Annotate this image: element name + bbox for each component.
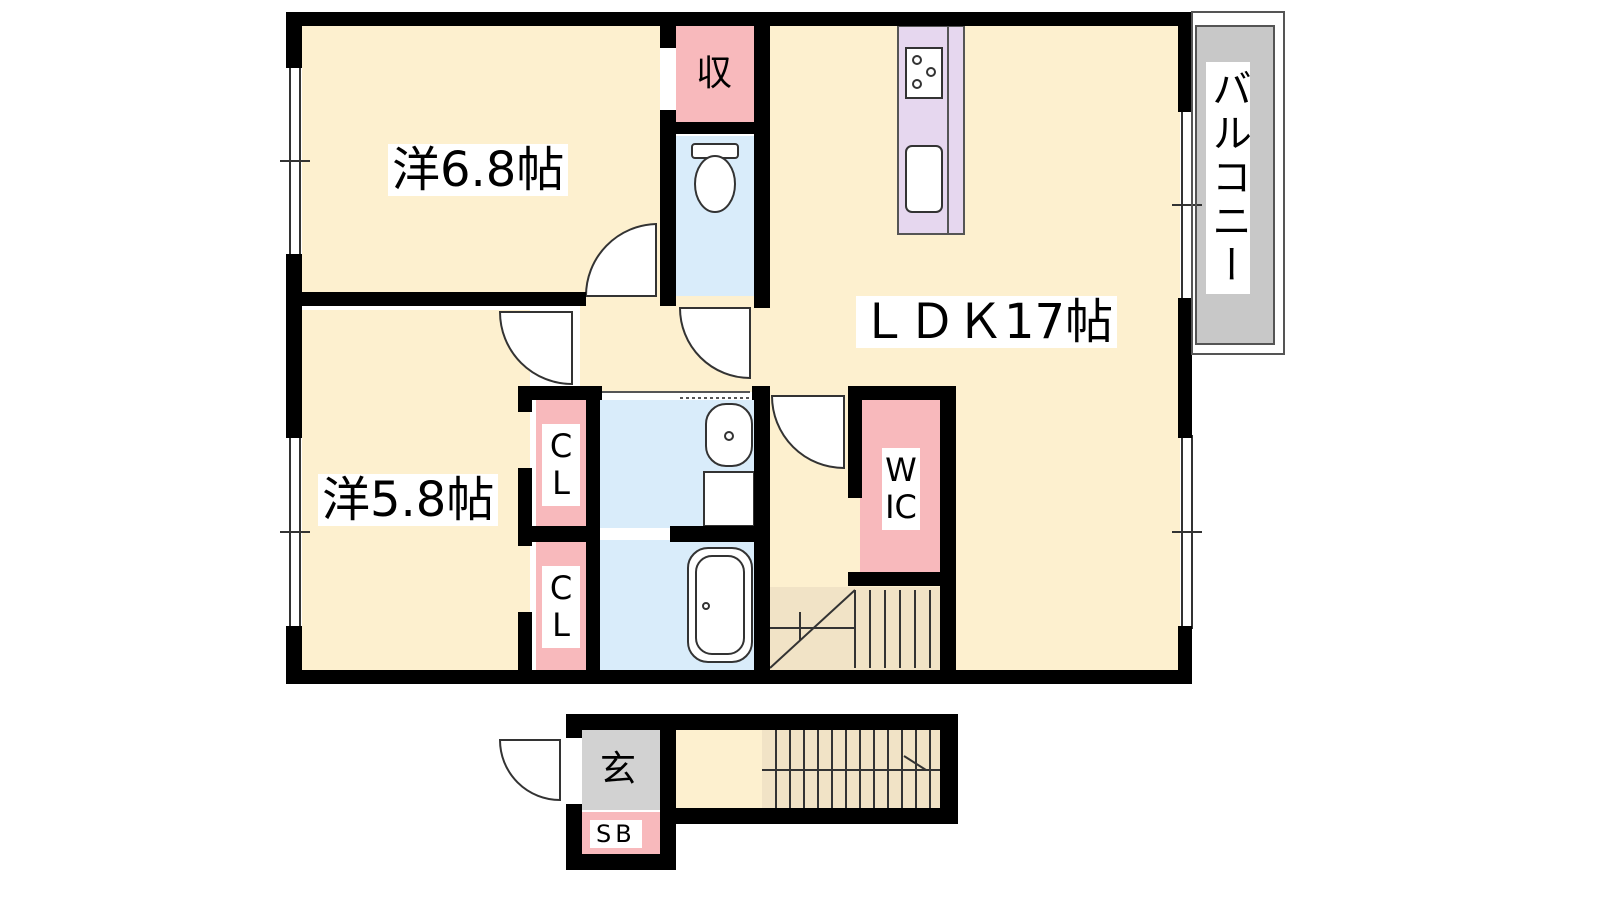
wall-wic-top — [848, 386, 956, 400]
room-label-closet-2: CL — [542, 566, 580, 648]
ldk-floor-lower — [955, 395, 1180, 670]
wall-wic-left — [848, 386, 862, 498]
wall-top — [286, 12, 1192, 26]
wall-closet-right — [586, 386, 600, 684]
wall-left-lower — [286, 626, 302, 684]
wall-lower-bottom — [660, 808, 958, 824]
room-label-ldk: ＬＤＫ17帖 — [856, 296, 1118, 348]
wall-entrance-right — [660, 714, 676, 870]
wall-bottom — [286, 670, 1192, 684]
wall-left-mid — [286, 254, 302, 438]
wall-storage-right — [754, 12, 770, 308]
walls — [286, 12, 1192, 870]
room-label-entrance: 玄 — [600, 749, 637, 790]
wall-storage-left — [660, 12, 676, 48]
washing-machine-icon — [703, 471, 755, 527]
stairs — [762, 589, 940, 810]
wall-wet-right — [754, 386, 770, 684]
wall-core-left-1 — [518, 386, 532, 412]
wall-storage-toilet — [660, 122, 770, 134]
wall-entrance-bottom — [566, 854, 676, 870]
floors — [302, 26, 1274, 854]
wall-wic-bottom — [848, 572, 956, 586]
wall-left-upper — [286, 12, 302, 68]
wall-right-upper — [1178, 12, 1192, 112]
wall-lower-left-1 — [566, 714, 582, 738]
room-label-storage: 収 — [696, 53, 733, 94]
wall-lower-right — [940, 714, 958, 824]
wall-room-divider — [286, 292, 586, 306]
wall-right-lower — [1178, 626, 1192, 684]
wall-lower-outer — [566, 714, 958, 730]
sink-icon — [905, 145, 943, 213]
outlines — [602, 11, 1285, 399]
entrance-floor — [582, 730, 660, 810]
wall-core-left-3 — [518, 612, 532, 684]
door-swings — [498, 222, 845, 802]
toilet-bowl-icon — [694, 155, 736, 213]
kitchen-counter — [897, 25, 965, 235]
wall-storage-left-2 — [660, 110, 676, 306]
wall-core-top — [520, 386, 602, 400]
room-label-western-1: 洋6.8帖 — [388, 144, 569, 196]
room-label-shoe-box: SB — [590, 820, 642, 848]
wall-lower-left-2 — [566, 804, 582, 870]
room-label-western-2: 洋5.8帖 — [318, 474, 499, 526]
room-label-balcony: バルコニー — [1205, 62, 1251, 294]
stove-icon — [905, 47, 943, 99]
wall-wash-bath — [670, 526, 770, 542]
storage-floor — [676, 26, 758, 126]
wall-wic-right — [940, 386, 956, 684]
room-label-closet-1: CL — [542, 424, 580, 506]
wall-closet-divider — [518, 526, 598, 542]
room-label-wic: WIC — [882, 448, 920, 530]
wall-right-mid — [1178, 298, 1192, 438]
fixtures — [687, 143, 755, 663]
